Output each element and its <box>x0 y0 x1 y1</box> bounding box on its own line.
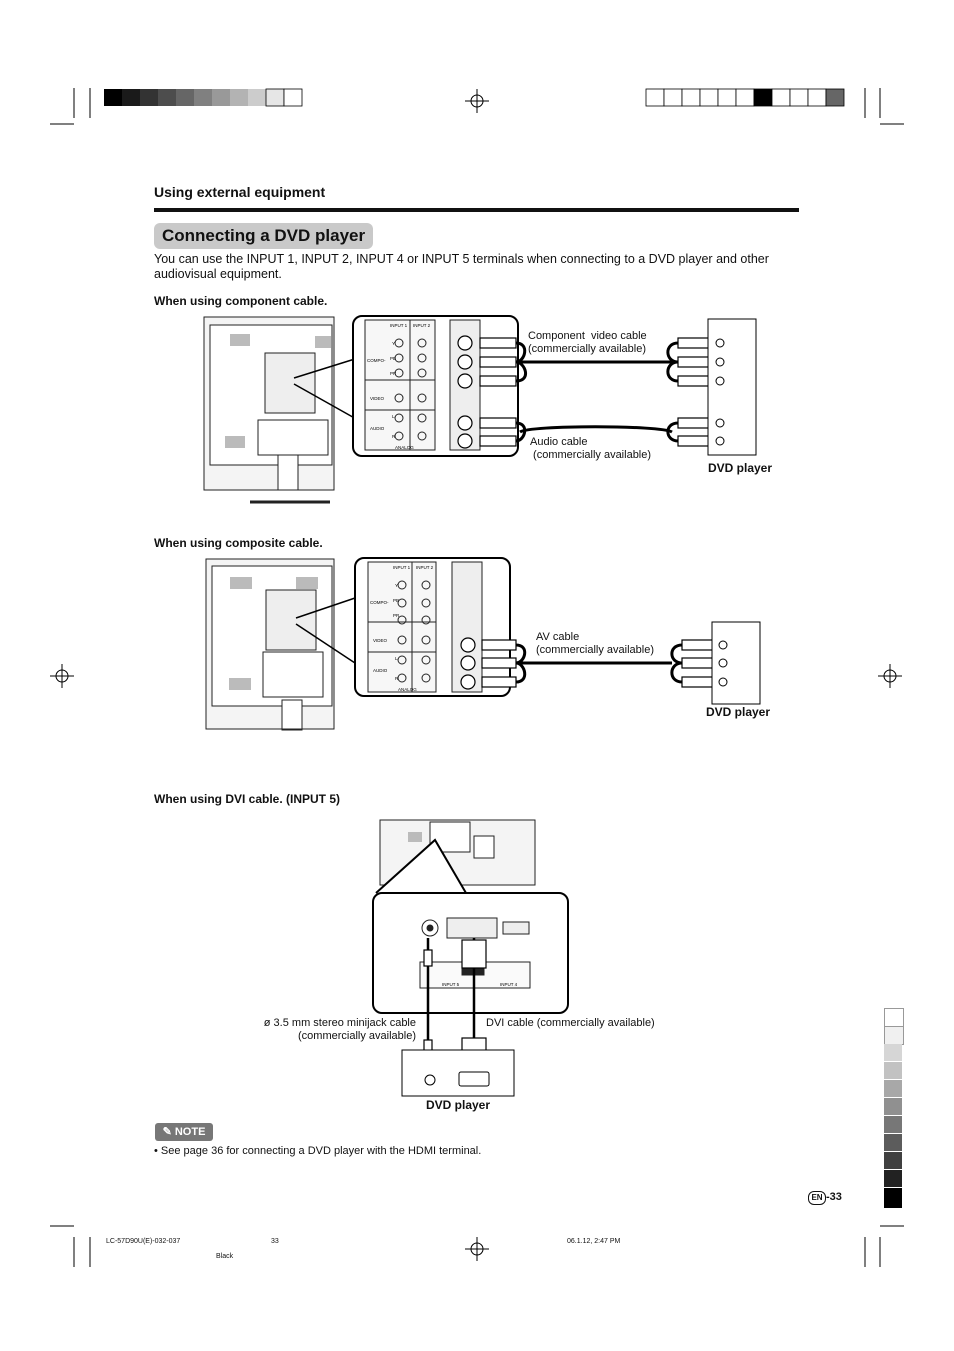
dvd-player-label-1: DVD player <box>708 461 773 475</box>
pencil-icon: ✎ <box>162 1126 172 1138</box>
panel-label-1: PR <box>390 371 397 376</box>
tab-swatch <box>884 1098 902 1116</box>
footer-color: Black <box>216 1253 234 1260</box>
dvd-player-label-2: DVD player <box>706 705 771 719</box>
terminal-panel-2 <box>367 561 483 693</box>
av-plugs-tv-side <box>460 637 517 690</box>
panel-label-3: INPUT 4 <box>500 982 518 987</box>
panel-label-2: VIDEO <box>373 638 388 643</box>
panel-label-2: INPUT 1 <box>393 565 411 570</box>
tab-swatch <box>884 1080 902 1098</box>
dvi-heading: When using DVI cable. (INPUT 5) <box>154 792 341 806</box>
tab-swatch <box>884 1008 904 1027</box>
component-plugs-dvd-side <box>677 337 711 447</box>
page-title: Connecting a DVD player <box>154 223 374 249</box>
tab-swatch <box>884 1134 902 1152</box>
component-video-cable-label: Component video cable (commercially avai… <box>528 330 647 356</box>
tab-swatch <box>884 1062 902 1080</box>
tv-rear-illustration-1 <box>203 316 335 504</box>
panel-label-1: VIDEO <box>370 396 385 401</box>
color-bar-left <box>104 88 303 107</box>
panel-label-2: ANALOG <box>398 687 417 692</box>
panel-label-1: AUDIO <box>370 426 385 431</box>
panel-label-2: R <box>395 676 399 681</box>
component-plugs-tv-side <box>457 335 517 449</box>
av-cable-label: AV cable (commercially available) <box>536 631 654 657</box>
note-badge: ✎ NOTE <box>155 1123 213 1141</box>
note-bullet: • See page 36 for connecting a DVD playe… <box>154 1145 482 1157</box>
panel-label-1: INPUT 1 <box>390 323 408 328</box>
panel-label-1: ANALOG <box>395 445 414 450</box>
panel-label-1: R <box>392 434 396 439</box>
panel-label-2: COMPO- <box>370 600 389 605</box>
dvd-player-box-2 <box>711 621 761 705</box>
page-number: -33 <box>826 1191 842 1203</box>
composite-heading: When using composite cable. <box>154 536 323 550</box>
language-badge: EN <box>808 1191 826 1205</box>
footer-page: 33 <box>271 1238 279 1245</box>
tv-rear-illustration-2 <box>205 558 335 731</box>
tab-swatch <box>884 1026 904 1045</box>
panel-label-1: PB <box>390 356 396 361</box>
dvd-player-box-1 <box>707 318 757 456</box>
section-header: Using external equipment <box>154 184 326 200</box>
panel-label-2: INPUT 2 <box>416 565 434 570</box>
av-plugs-dvd-side <box>681 639 715 688</box>
tab-swatch <box>884 1044 902 1062</box>
dvd-player-label-3: DVD player <box>426 1098 491 1112</box>
footer-timestamp: 06.1.12, 2:47 PM <box>567 1238 621 1245</box>
panel-label-2: PB <box>393 598 399 603</box>
panel-label-2: L <box>395 656 398 661</box>
panel-label-3: INPUT 5 <box>442 982 460 987</box>
panel-label-1: Y <box>392 341 395 346</box>
intro-paragraph: You can use the INPUT 1, INPUT 2, INPUT … <box>154 252 769 281</box>
audio-cable-label: Audio cable (commercially available) <box>530 436 652 462</box>
panel-label-2: PR <box>393 613 400 618</box>
panel-label-2: AUDIO <box>373 668 388 673</box>
component-cables <box>515 341 679 443</box>
av-cable <box>515 643 683 684</box>
panel-label-1: L <box>392 414 395 419</box>
panel-label-1: COMPO- <box>367 358 386 363</box>
footer-model: LC-57D90U(E)-032-037 <box>106 1238 181 1245</box>
tab-swatch <box>884 1188 902 1209</box>
tab-swatch <box>884 1116 902 1134</box>
panel-label-1: INPUT 2 <box>413 323 431 328</box>
panel-label-2: Y <box>395 583 398 588</box>
component-heading: When using component cable. <box>154 294 328 308</box>
color-bar-right <box>645 88 845 107</box>
header-rule <box>154 208 799 212</box>
dvd-player-box-3 <box>401 1049 515 1097</box>
tab-swatch <box>884 1152 902 1170</box>
tab-swatch <box>884 1170 902 1188</box>
minijack-cable-label: ø 3.5 mm stereo minijack cable (commerci… <box>263 1017 416 1042</box>
dvi-cable-label: DVI cable (commercially available) <box>486 1017 655 1029</box>
